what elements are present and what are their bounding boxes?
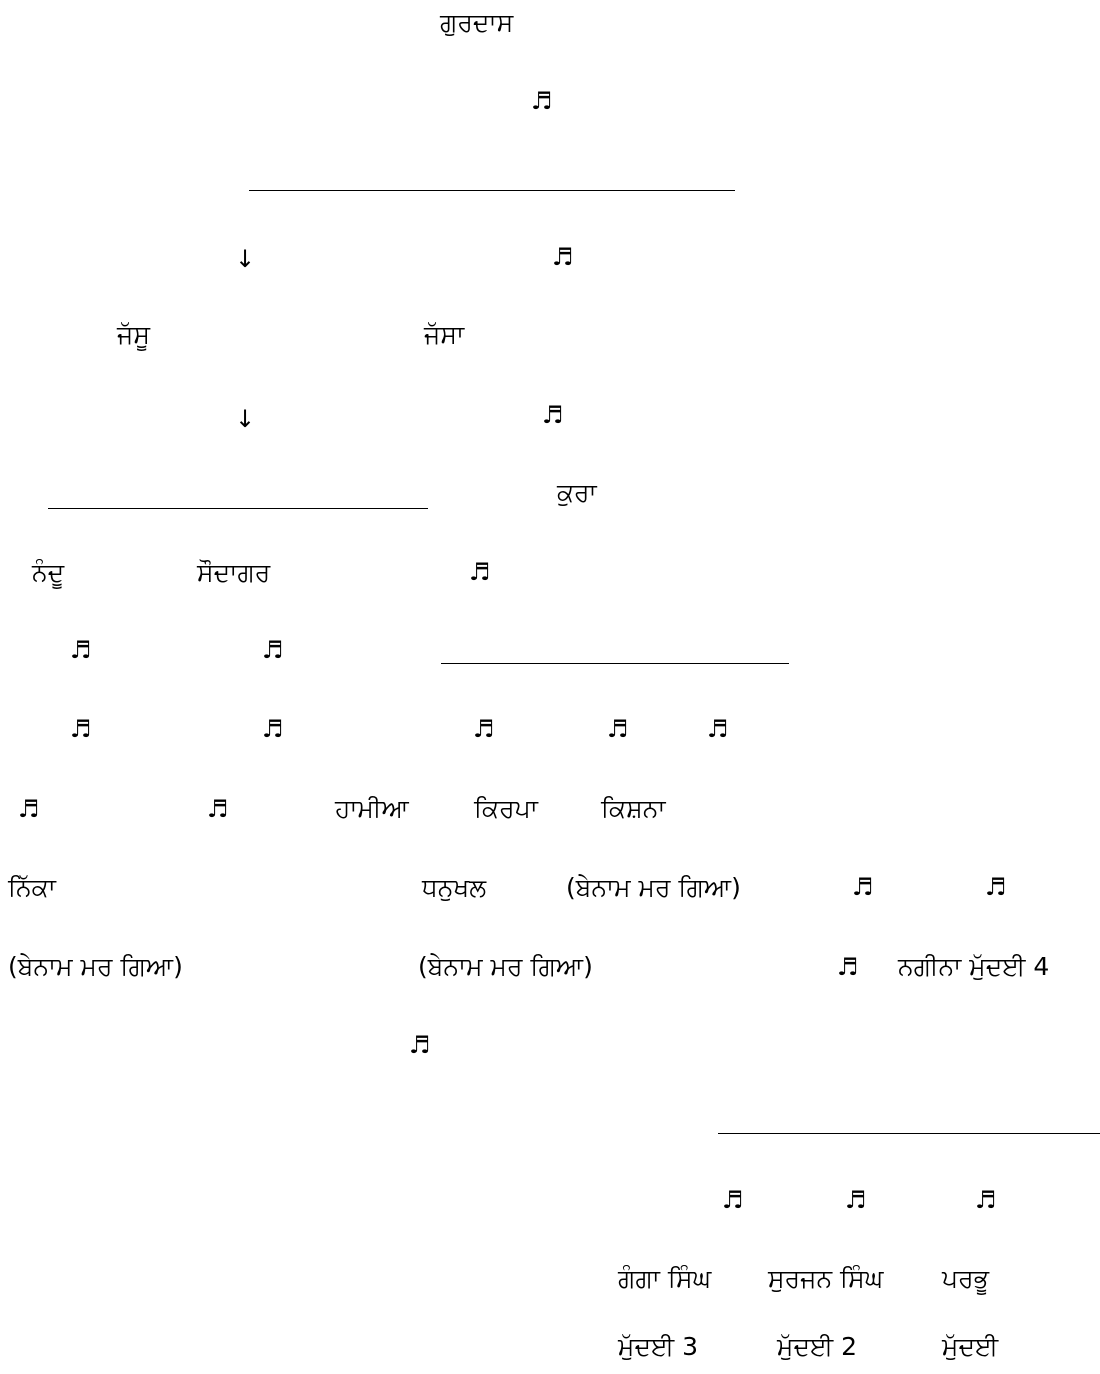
name-dhanukhal: ਧਨੁਖਲ: [422, 873, 487, 902]
descent-note-icon: ♬: [207, 795, 229, 823]
name-gurdas: ਗੁਰਦਾਸ: [440, 8, 514, 37]
descent-note-icon: ♬: [975, 1186, 997, 1214]
sibling-line-2: [48, 508, 428, 509]
descent-note-icon: ♬: [262, 715, 284, 743]
plaintiff-1-label: ਮੁੱਦਈ: [942, 1332, 999, 1361]
died-issueless-note: (ਬੇਨਾਮ ਮਰ ਗਿਆ): [566, 873, 741, 902]
down-arrow-icon: ↓: [235, 245, 256, 273]
descent-note-icon: ♬: [722, 1186, 744, 1214]
name-hamiya: ਹਾਮੀਆ: [335, 794, 409, 823]
died-issueless-note: (ਬੇਨਾਮ ਮਰ ਗਿਆ): [418, 952, 593, 981]
name-ganga-singh: ਗੰਗਾ ਸਿੰਘ: [618, 1264, 712, 1293]
descent-note-icon: ♬: [473, 715, 495, 743]
descent-note-icon: ♬: [70, 636, 92, 664]
plaintiff-2-label: ਮੁੱਦਈ 2: [777, 1332, 858, 1361]
name-nandu: ਨੰਦੂ: [32, 558, 65, 587]
name-parbhu: ਪਰਭੂ: [942, 1264, 989, 1293]
name-nagina-plaintiff-4: ਨਗੀਨਾ ਮੁੱਦਈ 4: [898, 952, 1050, 981]
died-issueless-note: (ਬੇਨਾਮ ਮਰ ਗਿਆ): [8, 952, 183, 981]
descent-note-icon: ♬: [409, 1031, 431, 1059]
descent-note-icon: ♬: [531, 87, 553, 115]
name-jassu: ਜੱਸੂ: [117, 320, 150, 349]
descent-note-icon: ♬: [845, 1186, 867, 1214]
descent-note-icon: ♬: [262, 636, 284, 664]
name-saudagar: ਸੌਦਾਗਰ: [197, 558, 271, 587]
descent-note-icon: ♬: [70, 715, 92, 743]
name-kirpa: ਕਿਰਪਾ: [474, 794, 538, 823]
name-jassa: ਜੱਸਾ: [424, 320, 465, 349]
name-nikka: ਨਿੱਕਾ: [8, 873, 56, 902]
descent-note-icon: ♬: [852, 873, 874, 901]
descent-note-icon: ♬: [607, 715, 629, 743]
sibling-line-4: [718, 1133, 1100, 1134]
sibling-line-3: [441, 663, 789, 664]
descent-note-icon: ♬: [18, 795, 40, 823]
sibling-line-1: [249, 190, 735, 191]
descent-note-icon: ♬: [707, 715, 729, 743]
descent-note-icon: ♬: [985, 873, 1007, 901]
down-arrow-icon: ↓: [235, 405, 256, 433]
name-kishna: ਕਿਸ਼ਨਾ: [601, 794, 666, 823]
descent-note-icon: ♬: [837, 953, 859, 981]
descent-note-icon: ♬: [469, 558, 491, 586]
descent-note-icon: ♬: [542, 401, 564, 429]
descent-note-icon: ♬: [552, 243, 574, 271]
plaintiff-3-label: ਮੁੱਦਈ 3: [618, 1332, 699, 1361]
name-kura: ਕੁਰਾ: [557, 478, 597, 507]
name-surjan-singh: ਸੁਰਜਨ ਸਿੰਘ: [768, 1264, 884, 1293]
